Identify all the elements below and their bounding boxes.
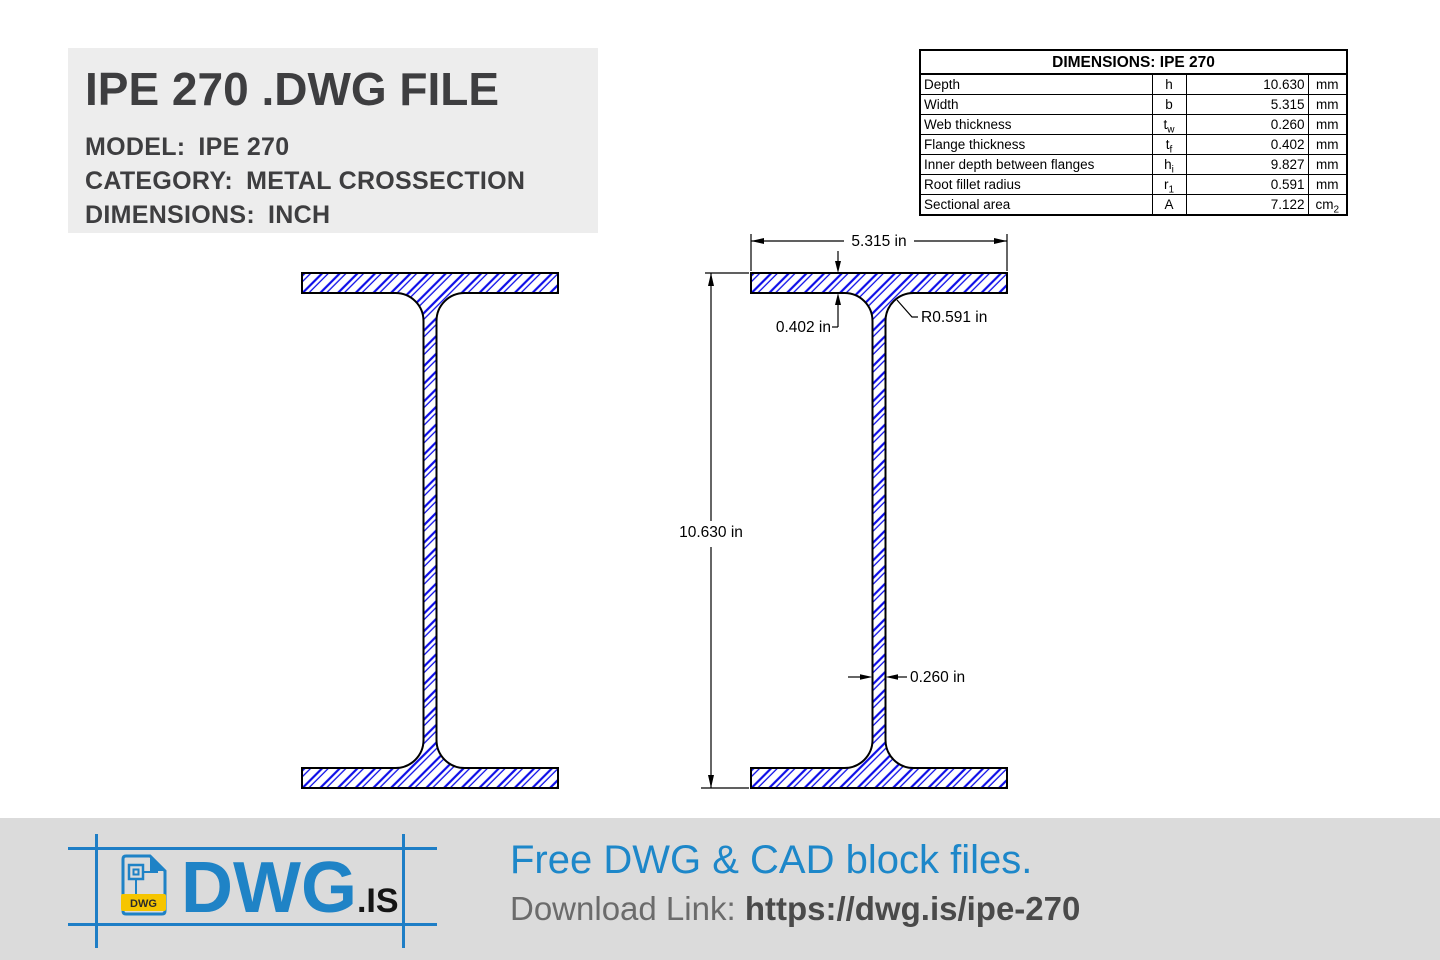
width-dimension-label: 5.315 in [851, 233, 906, 250]
file-badge-label: DWG [130, 898, 157, 910]
download-line: Download Link: https://dwg.is/ipe-270 [510, 890, 1080, 928]
row-symbol: tw [1151, 114, 1187, 135]
category-line: CATEGORY: METAL CROSSECTION [85, 164, 598, 198]
table-row: Depth h 10.630 mm [919, 73, 1348, 95]
ipe-beam-cross-section [301, 272, 559, 789]
row-symbol: A [1151, 194, 1187, 216]
row-unit: mm [1307, 134, 1348, 155]
row-symbol: h [1151, 73, 1187, 95]
table-row: Sectional area A 7.122 cm2 [919, 194, 1348, 216]
row-name: Sectional area [919, 194, 1153, 216]
row-unit: mm [1307, 174, 1348, 195]
model-label: MODEL: [85, 133, 186, 161]
ipe-beam-dimensioned-drawing: 5.315 in 10.630 in 0.402 in R0.591 in 0.… [679, 233, 1008, 789]
frame-line [95, 834, 98, 948]
row-symbol: hi [1151, 154, 1187, 175]
height-dimension-label: 10.630 in [679, 524, 743, 541]
table-row: Root fillet radius r1 0.591 mm [919, 174, 1348, 195]
dimensions-value: INCH [267, 201, 331, 229]
dimensions-line: DIMENSIONS: INCH [85, 198, 598, 232]
tagline: Free DWG & CAD block files. [510, 838, 1033, 882]
row-symbol: r1 [1151, 174, 1187, 195]
row-symbol: b [1151, 94, 1187, 115]
frame-line [68, 923, 437, 926]
row-name: Web thickness [919, 114, 1153, 135]
fillet-radius-dimension: R0.591 in [896, 299, 987, 326]
row-unit: cm2 [1307, 194, 1348, 216]
frame-line [68, 847, 437, 850]
row-symbol: tf [1151, 134, 1187, 155]
web-thickness-label: 0.260 in [910, 669, 965, 686]
row-unit: mm [1307, 114, 1348, 135]
dimensions-table: DIMENSIONS: IPE 270 Depth h 10.630 mm Wi… [918, 49, 1349, 216]
row-name: Flange thickness [919, 134, 1153, 155]
category-label: CATEGORY: [85, 167, 234, 195]
row-value: 0.260 [1185, 114, 1309, 135]
fillet-radius-label: R0.591 in [921, 309, 987, 326]
beam-outline [750, 272, 1008, 789]
model-line: MODEL: IPE 270 [85, 130, 598, 164]
width-dimension: 5.315 in [750, 233, 1008, 271]
category-value: METAL CROSSECTION [246, 167, 526, 195]
download-label: Download Link: [510, 890, 736, 927]
beam-outline [301, 272, 559, 789]
brand-suffix: .IS [356, 882, 399, 920]
row-unit: mm [1307, 154, 1348, 175]
row-value: 0.591 [1185, 174, 1309, 195]
flange-thickness-dimension: 0.402 in [776, 251, 841, 336]
title-box: IPE 270 .DWG FILE MODEL: IPE 270 CATEGOR… [68, 48, 598, 233]
table-row: Flange thickness tf 0.402 mm [919, 134, 1348, 155]
footer: DWG DWG.IS Free DWG & CAD block files. D… [0, 818, 1440, 960]
model-value: IPE 270 [198, 133, 290, 161]
row-value: 9.827 [1185, 154, 1309, 175]
row-value: 0.402 [1185, 134, 1309, 155]
download-url[interactable]: https://dwg.is/ipe-270 [744, 890, 1081, 927]
row-unit: mm [1307, 94, 1348, 115]
web-thickness-dimension: 0.260 in [848, 669, 965, 686]
dwg-file-icon[interactable]: DWG [117, 853, 171, 917]
row-name: Root fillet radius [919, 174, 1153, 195]
row-name: Width [919, 94, 1153, 115]
page-title: IPE 270 .DWG FILE [85, 63, 500, 115]
brand-logo[interactable]: DWG.IS [181, 845, 399, 931]
table-row: Width b 5.315 mm [919, 94, 1348, 115]
row-value: 5.315 [1185, 94, 1309, 115]
row-value: 7.122 [1185, 194, 1309, 216]
file-info: MODEL: IPE 270 CATEGORY: METAL CROSSECTI… [85, 130, 598, 232]
table-row: Web thickness tw 0.260 mm [919, 114, 1348, 135]
frame-line [402, 834, 405, 948]
table-row: Inner depth between flanges hi 9.827 mm [919, 154, 1348, 175]
row-unit: mm [1307, 73, 1348, 95]
flange-thickness-label: 0.402 in [776, 319, 831, 336]
row-name: Inner depth between flanges [919, 154, 1153, 175]
dimensions-label: DIMENSIONS: [85, 201, 255, 229]
row-name: Depth [919, 73, 1153, 95]
height-dimension: 10.630 in [679, 272, 749, 789]
row-value: 10.630 [1185, 73, 1309, 95]
dimensions-table-title: DIMENSIONS: IPE 270 [918, 49, 1349, 75]
brand-name: DWG [181, 848, 357, 928]
